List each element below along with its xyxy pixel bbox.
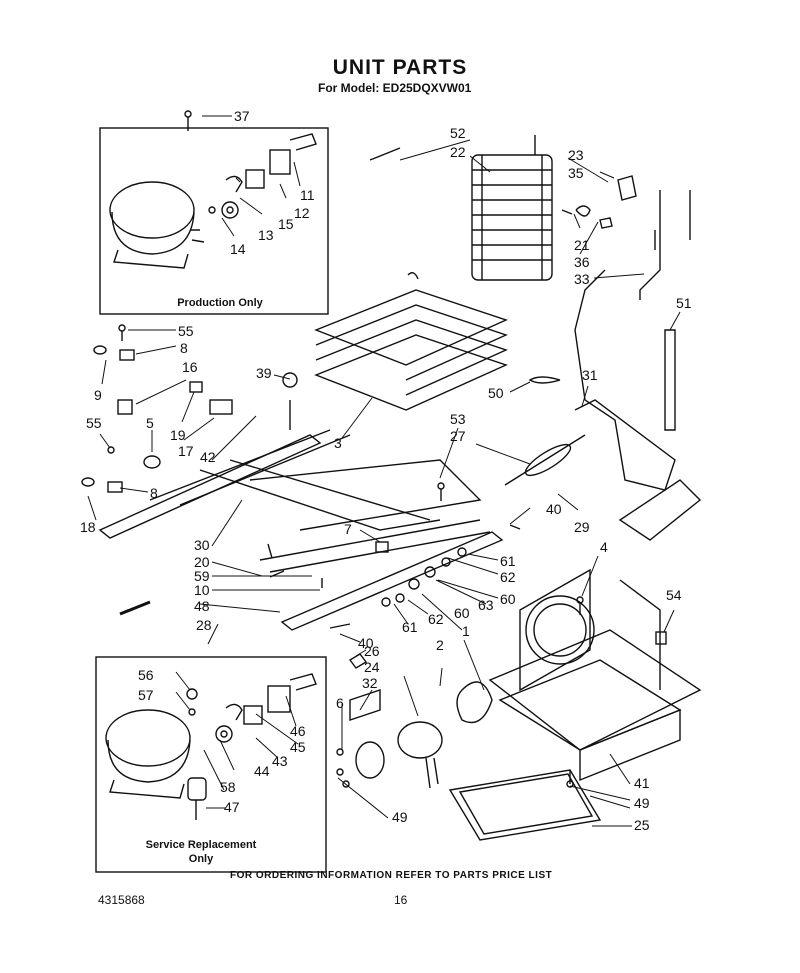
callout-28: 28 (196, 617, 212, 633)
callout-62: 62 (500, 569, 516, 585)
callout-30: 30 (194, 537, 210, 553)
callout-16: 16 (182, 359, 198, 375)
callout-9: 9 (94, 387, 102, 403)
page-number: 16 (394, 893, 408, 907)
service-replacement-label-line1: Service Replacement (145, 839, 257, 851)
callout-43: 43 (272, 753, 288, 769)
callout-8: 8 (180, 340, 188, 356)
callout-46: 46 (290, 723, 306, 739)
callout-12: 12 (294, 205, 310, 221)
callout-50: 50 (488, 385, 504, 401)
callout-17: 17 (178, 443, 194, 459)
service-replacement-label-line2: Only (188, 853, 214, 865)
callout-8b: 8 (150, 485, 158, 501)
diagram-title: UNIT PARTS (332, 56, 468, 79)
callout-13: 13 (258, 227, 274, 243)
callout-10: 10 (194, 582, 210, 598)
callout-61: 61 (500, 553, 516, 569)
relay-overload-service (186, 673, 317, 743)
callout-49: 49 (634, 795, 650, 811)
callout-55: 55 (178, 323, 194, 339)
screws-grommets (81, 110, 667, 788)
callout-36: 36 (574, 254, 590, 270)
ordering-info-footer: FOR ORDERING INFORMATION REFER TO PARTS … (230, 870, 553, 881)
relay-overload-production (208, 133, 317, 219)
callout-42: 42 (200, 449, 216, 465)
callout-54: 54 (666, 587, 682, 603)
fan-shroud-bracket (488, 568, 702, 782)
callout-22: 22 (450, 144, 466, 160)
callout-52: 52 (450, 125, 466, 141)
callout-24: 24 (364, 659, 380, 675)
document-number: 4315868 (98, 893, 145, 907)
service-replacement-box (95, 656, 327, 873)
callout-14: 14 (230, 241, 246, 257)
callout-47: 47 (224, 799, 240, 815)
leader-lines (87, 115, 681, 827)
callout-11: 11 (300, 187, 315, 203)
callout-61b: 61 (402, 619, 418, 635)
callout-41: 41 (634, 775, 650, 791)
model-subtitle: For Model: ED25DQXVW01 (318, 81, 472, 95)
callout-15: 15 (278, 216, 294, 232)
callout-39: 39 (256, 365, 272, 381)
callout-labels: 37 52 22 23 35 11 12 15 13 14 21 36 33 5… (80, 108, 692, 833)
callout-53: 53 (450, 411, 466, 427)
callout-63: 63 (478, 597, 494, 613)
callout-27: 27 (450, 428, 466, 444)
callout-4: 4 (600, 539, 608, 555)
callout-59: 59 (194, 568, 210, 584)
compressor-service (105, 709, 207, 820)
callout-35: 35 (568, 165, 584, 181)
callout-18: 18 (80, 519, 96, 535)
callout-62b: 62 (428, 611, 444, 627)
condenser-fan-and-motor (349, 681, 493, 789)
callout-40: 40 (546, 501, 562, 517)
callout-32: 32 (362, 675, 378, 691)
callout-33: 33 (574, 271, 590, 287)
tubing (574, 190, 702, 541)
condenser-coil (471, 135, 553, 281)
callout-49b: 49 (392, 809, 408, 825)
callout-2: 2 (436, 637, 444, 653)
defrost-parts (369, 147, 637, 229)
drain-pan (448, 769, 602, 841)
callout-29: 29 (574, 519, 590, 535)
production-only-label: Production Only (177, 297, 263, 309)
callout-25: 25 (634, 817, 650, 833)
callout-1: 1 (462, 623, 470, 639)
base-rails (98, 400, 504, 631)
callout-23: 23 (568, 147, 584, 163)
callout-48: 48 (194, 598, 210, 614)
callout-40b: 40 (358, 635, 374, 651)
callout-6: 6 (336, 695, 344, 711)
callout-60: 60 (500, 591, 516, 607)
callout-57: 57 (138, 687, 154, 703)
callout-44: 44 (254, 763, 270, 779)
evaporator-coil (314, 272, 508, 411)
callout-60b: 60 (454, 605, 470, 621)
callout-5: 5 (146, 415, 154, 431)
callout-7: 7 (344, 521, 352, 537)
compressor-production (109, 181, 205, 269)
callout-58: 58 (220, 779, 236, 795)
callout-19: 19 (170, 427, 186, 443)
callout-21: 21 (574, 237, 590, 253)
callout-26: 26 (364, 643, 380, 659)
filter-drier (504, 434, 586, 486)
callout-56: 56 (138, 667, 154, 683)
callout-31: 31 (582, 367, 598, 383)
callout-20: 20 (194, 554, 210, 570)
callout-55b: 55 (86, 415, 102, 431)
callout-3: 3 (334, 435, 342, 451)
callout-51: 51 (676, 295, 692, 311)
production-only-box (99, 127, 329, 315)
callout-45: 45 (290, 739, 306, 755)
callout-37: 37 (234, 108, 250, 124)
